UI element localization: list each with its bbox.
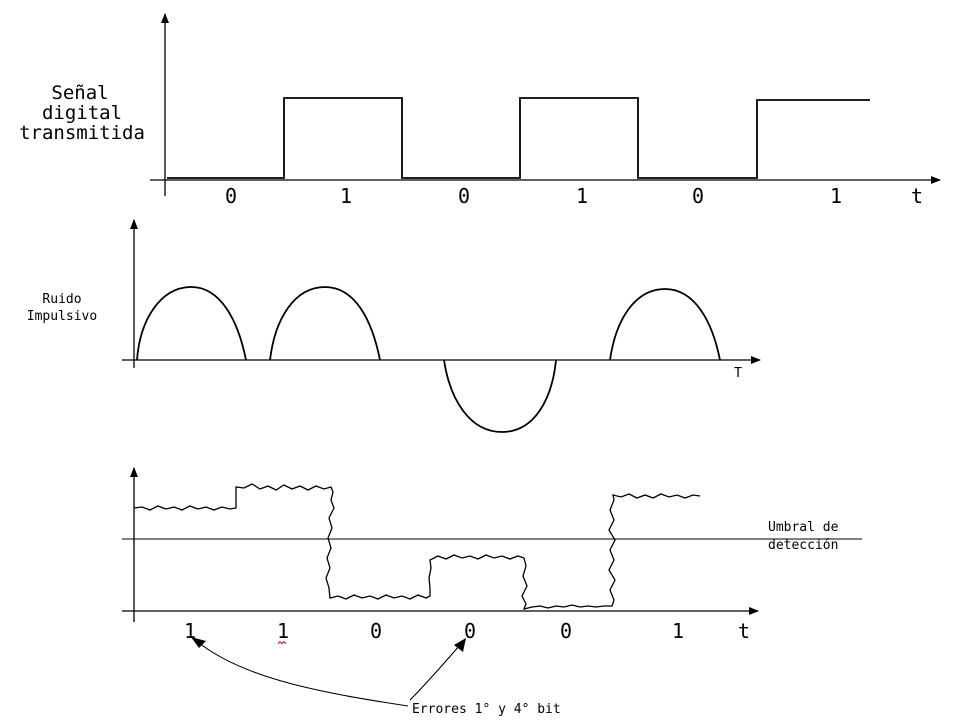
error-arrow-first-bit-head <box>191 637 206 648</box>
panel1-bit-label: 0 <box>458 184 470 208</box>
panel3-bit-label: 1 <box>672 619 684 643</box>
panel2-label-line-2: Impulsivo <box>27 309 97 324</box>
panel3-bit-label: 0 <box>560 619 572 643</box>
error-arrow-fourth-bit-head <box>454 638 466 652</box>
panel1-bit-label: 1 <box>576 184 588 208</box>
threshold-label-line-2: detección <box>768 538 838 553</box>
error-arrow-first-bit <box>197 641 409 707</box>
error-arrow-fourth-bit <box>409 644 461 701</box>
panel-transmitted-signal: Señal digital transmitida 0 1 0 1 0 1 t <box>19 13 941 208</box>
panel-received-signal: Umbral de detección 1 1 0 0 0 1 t Errore… <box>122 467 862 717</box>
panel-impulsive-noise: Ruido Impulsivo T <box>27 219 761 433</box>
panel2-axis-label: T <box>734 366 742 381</box>
received-noisy-signal <box>133 483 701 610</box>
error-annotation: Errores 1° y 4° bit <box>412 702 561 717</box>
panel1-label-line-2: digital <box>42 102 122 124</box>
panel3-bit-label: 0 <box>464 619 476 643</box>
panel1-bit-label: 1 <box>830 184 842 208</box>
spell-check-squiggle-mark <box>278 641 286 645</box>
panel2-label-line-1: Ruido <box>42 292 81 307</box>
panel1-label-line-3: transmitida <box>19 122 145 144</box>
panel3-bit-label: 1 <box>184 619 196 643</box>
panel3-axis-label: t <box>738 619 750 643</box>
panel1-axis-label: t <box>911 184 923 208</box>
panel1-label-line-1: Señal <box>51 82 108 104</box>
panel3-bit-label: 0 <box>370 619 382 643</box>
noise-pulse-positive <box>136 286 247 361</box>
noise-pulse-negative <box>443 359 557 433</box>
transmitted-square-wave <box>167 97 870 179</box>
panel1-bit-label: 0 <box>225 184 237 208</box>
panel3-bit-label: 1 <box>277 619 289 643</box>
noise-pulse-positive <box>609 288 721 361</box>
panel1-bit-label: 0 <box>692 184 704 208</box>
noise-pulse-positive <box>269 286 381 361</box>
threshold-label-line-1: Umbral de <box>768 520 839 535</box>
panel1-bit-label: 1 <box>340 184 352 208</box>
